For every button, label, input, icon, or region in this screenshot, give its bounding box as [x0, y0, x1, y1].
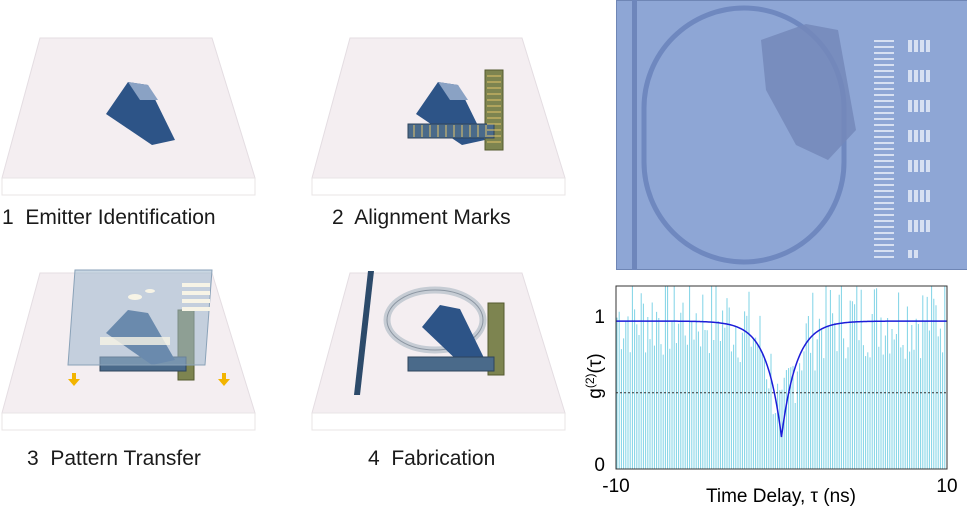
ring-resonator	[383, 286, 487, 354]
emitter-flake	[422, 305, 485, 365]
step-number: 2	[332, 206, 344, 229]
step-4-illustration	[311, 271, 566, 431]
step-1-illustration	[1, 37, 256, 196]
step-number: 1	[2, 206, 14, 229]
micrograph-image	[616, 0, 967, 270]
step-label: Fabrication	[391, 447, 496, 470]
x-tick-max: 10	[936, 476, 957, 497]
arrow-icon	[68, 373, 230, 386]
step-2-illustration	[311, 37, 566, 196]
step-label: Pattern Transfer	[50, 447, 201, 470]
y-tick-1: 1	[594, 307, 605, 328]
step-label: Emitter Identification	[25, 206, 216, 229]
step-3-caption: 3 Pattern Transfer	[27, 447, 201, 471]
emitter-flake	[106, 82, 175, 145]
step-label: Alignment Marks	[354, 206, 511, 229]
x-axis-label: Time Delay, τ (ns)	[706, 486, 856, 507]
alignment-marks	[407, 69, 504, 151]
step-3-illustration	[1, 269, 256, 431]
step-number: 3	[27, 447, 39, 470]
alignment-marks	[407, 302, 505, 376]
histogram-bars	[616, 286, 946, 469]
y-axis-label: g(2)(τ)	[583, 353, 606, 398]
step-number: 4	[368, 447, 380, 470]
g2-chart: 1 0 -10 10 Time Delay, τ (ns) g(2)(τ)	[583, 285, 958, 507]
step-4-caption: 4 Fabrication	[368, 447, 495, 471]
step-1-caption: 1 Emitter Identification	[2, 206, 216, 230]
step-2-caption: 2 Alignment Marks	[332, 206, 511, 230]
mask-pattern	[100, 283, 210, 345]
fit-curve	[616, 320, 947, 438]
y-tick-0: 0	[594, 455, 605, 476]
alignment-pattern	[874, 40, 930, 258]
x-tick-min: -10	[602, 476, 629, 497]
waveguide	[354, 271, 374, 395]
